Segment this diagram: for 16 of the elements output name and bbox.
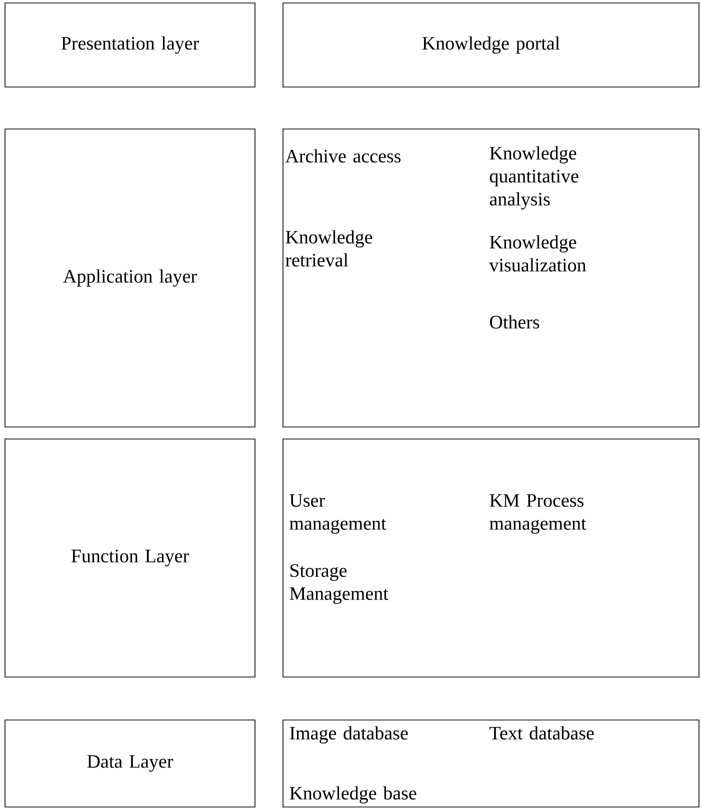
item-text: Others	[490, 315, 540, 329]
layer-box: Function Layer	[4, 438, 256, 678]
item-text: Knowledge visualization	[489, 235, 586, 272]
item-text: Storage Management	[290, 564, 388, 604]
layer-box: Data Layer	[4, 720, 256, 808]
item-text: User management	[290, 494, 386, 534]
item-text: Text database	[490, 726, 594, 740]
item-text: Image database	[290, 726, 408, 744]
component-box: Knowledge portal	[282, 2, 700, 88]
layer-box: Presentation layer	[4, 2, 256, 88]
item-text: Knowledge base	[290, 786, 416, 804]
item-text: KM Process management	[490, 494, 586, 534]
item-text: Knowledge quantitative analysis	[490, 146, 578, 210]
item-text: Knowledge retrieval	[286, 230, 372, 267]
layer-box: Application layer	[4, 128, 256, 428]
item-text: Archive access	[285, 149, 401, 163]
